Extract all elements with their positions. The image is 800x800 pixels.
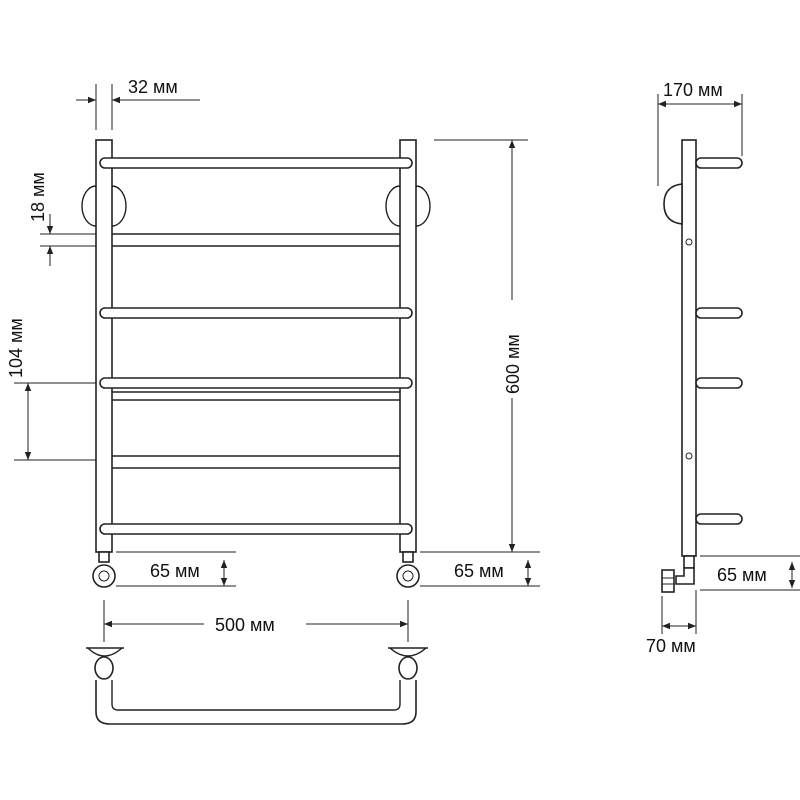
left-rail (95, 139, 113, 553)
top-view (86, 647, 428, 725)
left-connector-hole (98, 570, 110, 582)
left-connector-neck (98, 551, 110, 563)
dim-500-label: 500 мм (215, 615, 275, 635)
dim-600-label: 600 мм (503, 334, 523, 394)
top-frame-inner (111, 680, 401, 711)
side-rail (681, 139, 697, 557)
right-rail (399, 139, 417, 553)
dim-104-label: 104 мм (6, 318, 26, 378)
dim-65-right-label: 65 мм (454, 561, 504, 581)
crossbar-round-2 (99, 307, 413, 319)
side-bar-2 (695, 307, 743, 319)
dim-65-side-label: 65 мм (717, 565, 767, 585)
left-connector-nut (92, 564, 116, 588)
side-dimensions: 170 мм 65 мм 70 мм (646, 80, 800, 656)
top-frame-outer (95, 680, 417, 725)
side-wall-mount (663, 183, 683, 225)
right-top-ball (398, 656, 418, 680)
crossbar-round-1 (99, 157, 413, 169)
side-bar-4 (695, 513, 743, 525)
right-wall-mount (385, 185, 401, 227)
dim-18-label: 18 мм (28, 172, 48, 222)
left-wall-mount-inner (111, 185, 127, 227)
dim-170-label: 170 мм (663, 80, 723, 100)
crossbar-round-4 (99, 523, 413, 535)
side-bar-1 (695, 157, 743, 169)
side-view (661, 139, 743, 593)
side-fixing-hole-1 (685, 238, 693, 246)
dim-32-label: 32 мм (128, 77, 178, 97)
side-elbow (675, 567, 695, 585)
right-connector-neck (402, 551, 414, 563)
right-connector-nut (396, 564, 420, 588)
left-wall-mount (81, 185, 97, 227)
right-wall-mount-inner (415, 185, 431, 227)
front-view (81, 139, 431, 588)
left-top-mount (87, 647, 123, 657)
side-connector-neck (683, 555, 695, 569)
dim-70-label: 70 мм (646, 636, 696, 656)
right-connector-hole (402, 570, 414, 582)
side-bar-3 (695, 377, 743, 389)
side-fixing-hole-2 (685, 452, 693, 460)
right-top-mount (389, 647, 427, 657)
side-connector-nut (661, 569, 675, 593)
front-dimensions: 32 мм 18 мм 104 мм 600 мм 65 мм 65 мм 50 (6, 77, 540, 642)
left-top-ball (94, 656, 114, 680)
crossbar-round-3 (99, 377, 413, 389)
dim-65-left-label: 65 мм (150, 561, 200, 581)
